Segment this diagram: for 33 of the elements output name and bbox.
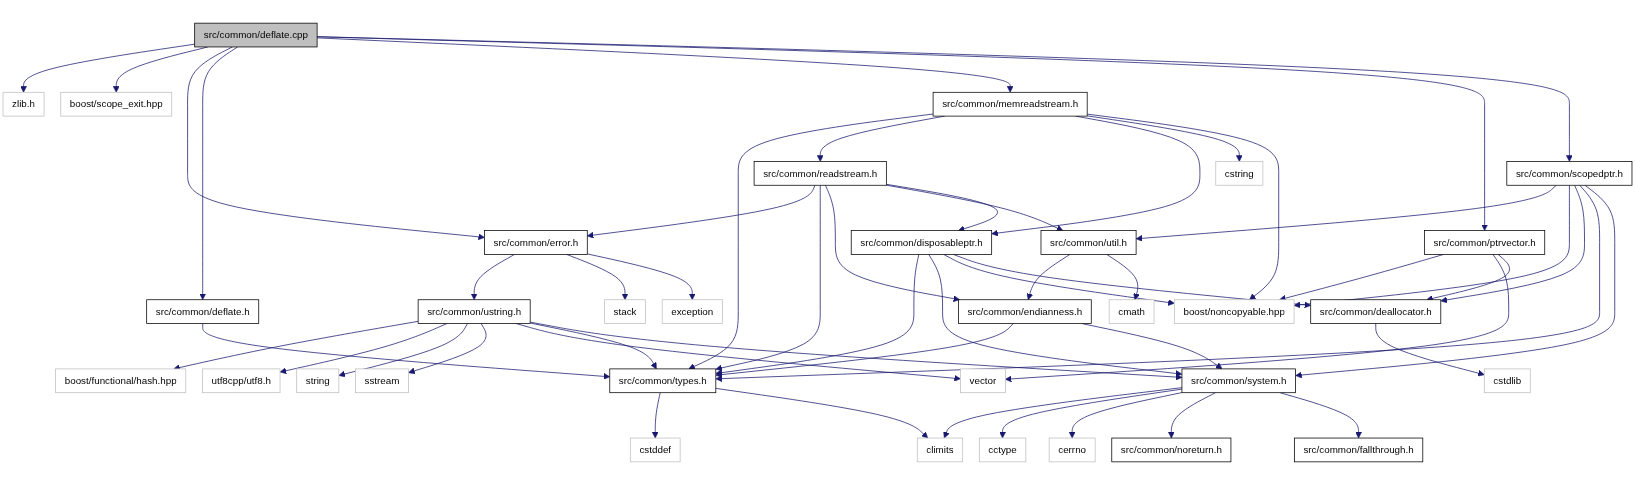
- node-box: boost/noncopyable.hpp: [1173, 299, 1295, 324]
- node-box: exception: [661, 299, 723, 324]
- node-box: src/common/endianness.h: [958, 299, 1092, 324]
- node-box: src/common/system.h: [1181, 368, 1296, 394]
- node-box: sstream: [355, 368, 409, 394]
- node-box: vector: [960, 368, 1006, 394]
- node-box: src/common/fallthrough.h: [1293, 437, 1424, 463]
- node-box: src/common/util.h: [1040, 230, 1137, 255]
- node-box: cstdlib: [1483, 368, 1531, 394]
- node-box: src/common/disposableptr.h: [850, 230, 993, 255]
- node-box: src/common/deflate.cpp: [194, 22, 318, 48]
- node-box: src/common/error.h: [484, 230, 588, 255]
- node-box: src/common/noreturn.h: [1111, 437, 1232, 463]
- node-box: cerrno: [1048, 437, 1096, 463]
- node-box: string: [296, 368, 340, 394]
- node-box: src/common/readstream.h: [753, 161, 887, 186]
- node-box: climits: [916, 437, 964, 463]
- node-box: src/common/memreadstream.h: [932, 91, 1088, 117]
- node-box: cmath: [1108, 299, 1155, 324]
- node-box: zlib.h: [2, 91, 45, 117]
- node-box: boost/functional/hash.hpp: [55, 368, 187, 394]
- node-box: src/common/scopedptr.h: [1506, 161, 1633, 186]
- node-box: stack: [604, 299, 646, 324]
- node-box: cstddef: [629, 437, 681, 463]
- node-box: src/common/deallocator.h: [1310, 299, 1442, 324]
- node-box: src/common/types.h: [609, 368, 717, 394]
- node-box: src/common/ustring.h: [417, 299, 531, 324]
- node-box: cctype: [978, 437, 1027, 463]
- node-box: boost/scope_exit.hpp: [60, 91, 173, 117]
- node-box: src/common/deflate.h: [146, 299, 260, 324]
- node-box: utf8cpp/utf8.h: [202, 368, 281, 394]
- node-box: cstring: [1215, 161, 1264, 186]
- node-box: src/common/ptrvector.h: [1424, 230, 1546, 255]
